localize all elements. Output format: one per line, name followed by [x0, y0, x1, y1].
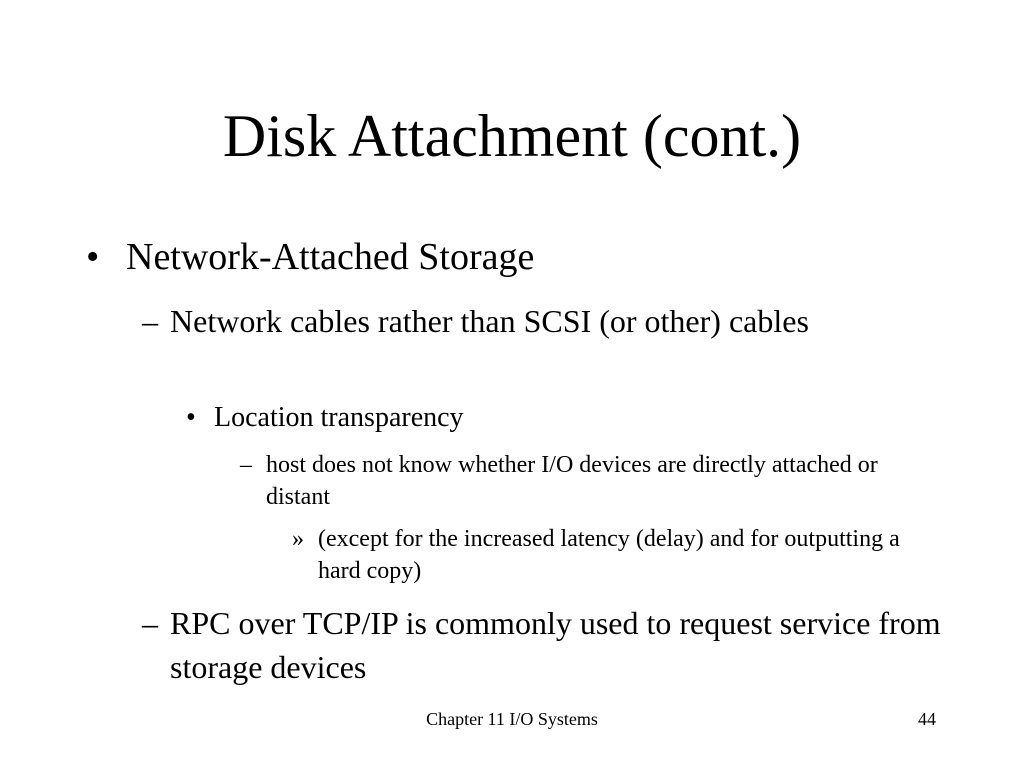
bullet-text: (except for the increased latency (delay… [318, 526, 900, 584]
bullet-text: Network-Attached Storage [126, 236, 535, 278]
bullet-level-5: » (except for the increased latency (del… [292, 523, 932, 587]
footer-chapter: Chapter 11 I/O Systems [426, 709, 598, 729]
slide-title: Disk Attachment (cont.) [222, 103, 802, 169]
bullet-text: Location transparency [214, 402, 464, 433]
bullet-marker-icon: • [86, 236, 100, 278]
bullet-text: Network cables rather than SCSI (or othe… [170, 303, 809, 339]
bullet-text: RPC over TCP/IP is commonly used to requ… [170, 605, 941, 685]
bullet-level-2: – RPC over TCP/IP is commonly used to re… [142, 601, 962, 689]
dash-marker-icon: – [142, 303, 158, 339]
bullet-text: host does not know whether I/O devices a… [266, 452, 878, 510]
bullet-level-3: • Location transparency [186, 401, 786, 435]
dash-marker-icon: – [142, 605, 158, 641]
chevron-marker-icon: » [292, 526, 304, 552]
bullet-level-1: • Network-Attached Storage [86, 232, 966, 282]
bullet-level-4: – host does not know whether I/O devices… [240, 449, 900, 513]
bullet-level-2: – Network cables rather than SCSI (or ot… [142, 299, 902, 343]
bullet-marker-icon: • [186, 402, 196, 433]
dash-marker-icon: – [240, 452, 252, 478]
page-number: 44 [918, 709, 936, 729]
